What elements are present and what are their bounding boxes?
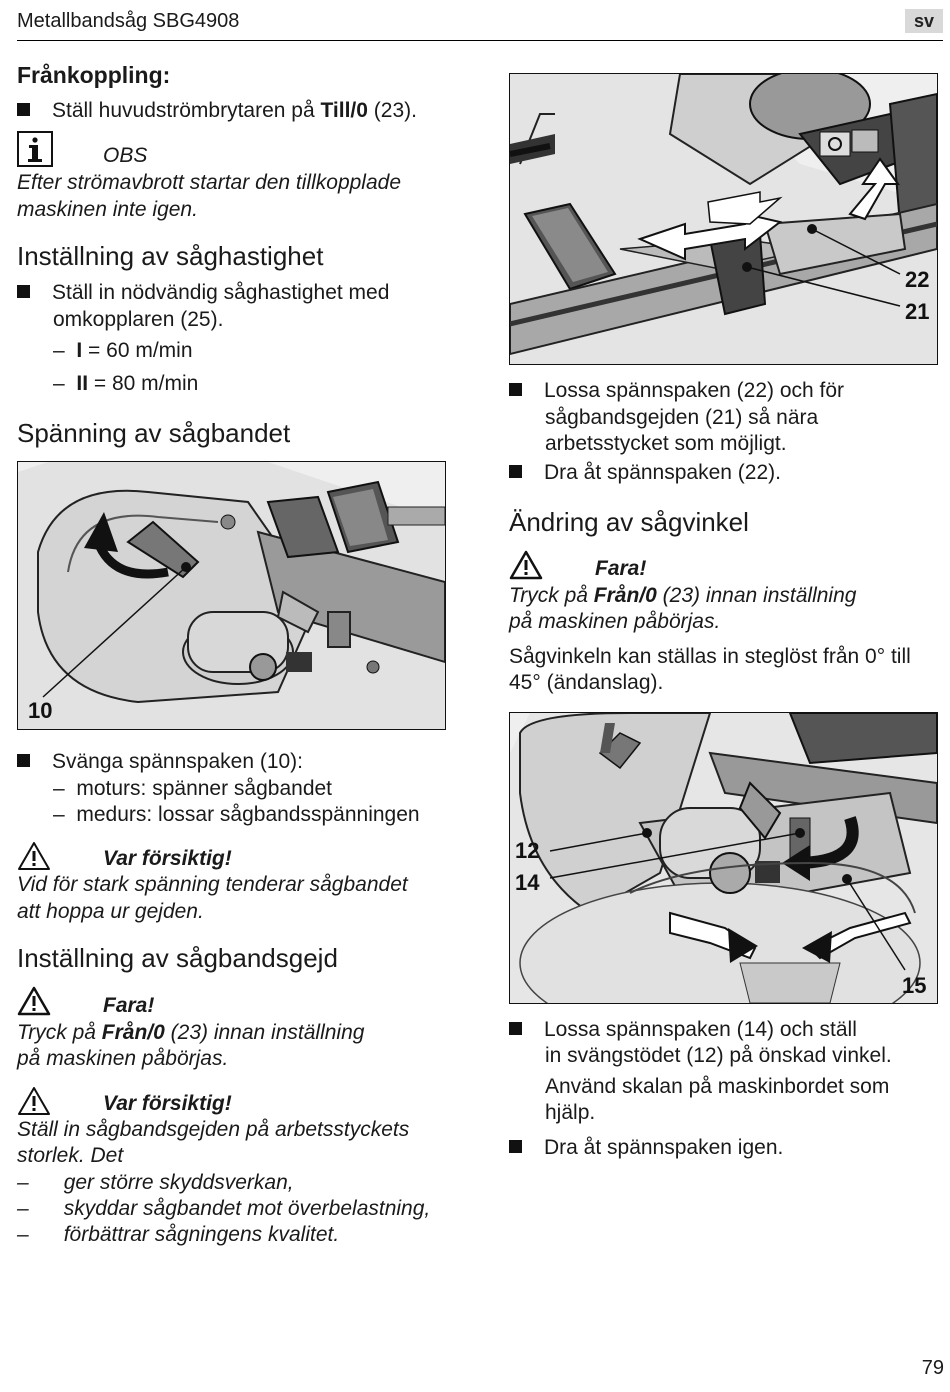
note-label: OBS	[103, 144, 148, 167]
section-heading-tension: Spänning av sågbandet	[17, 418, 291, 448]
bullet-icon	[509, 465, 522, 478]
note-text-line1: Efter strömavbrott startar den tillkoppl…	[17, 171, 402, 194]
speed-option-1: – I = 60 m/min	[53, 339, 193, 362]
caution-icon	[18, 1087, 50, 1115]
callout-12: 12	[515, 838, 539, 863]
speed-option-2: – II = 80 m/min	[53, 372, 199, 395]
tension-bullet: Svänga spännspaken (10):	[17, 749, 303, 775]
angle-bullet-1: Lossa spännspaken (14) och ställ	[509, 1017, 857, 1043]
tension-sub-1: – moturs: spänner sågbandet	[53, 777, 333, 800]
callout-15: 15	[902, 973, 926, 998]
guide-bullet-1-line2: sågbandsgejden (21) så nära	[545, 406, 819, 429]
disconnect-bullet: Ställ huvudströmbrytaren på Till/0 (23).	[17, 98, 417, 124]
section-heading-guide: Inställning av sågbandsgejd	[17, 943, 338, 973]
section-heading-angle: Ändring av sågvinkel	[509, 507, 749, 537]
caution-icon	[18, 842, 50, 870]
guide-bullet-1: Lossa spännspaken (22) och för	[509, 378, 844, 404]
danger-label: Fara!	[595, 557, 647, 580]
angle-bullet-2: Dra åt spännspaken igen.	[509, 1135, 783, 1161]
danger-label: Fara!	[103, 994, 155, 1017]
angle-para2-line2: hjälp.	[545, 1101, 596, 1124]
language-badge: sv	[905, 9, 943, 33]
angle-bullet-1-line2: in svängstödet (12) på önskad vinkel.	[545, 1044, 892, 1067]
caution-text-line2: att hoppa ur gejden.	[17, 900, 204, 923]
callout-21: 21	[905, 299, 929, 324]
blade-guide-figure: 22 21	[509, 73, 938, 365]
bullet-icon	[17, 285, 30, 298]
guide-list-item: – förbättrar sågningens kvalitet.	[17, 1223, 340, 1246]
danger-text-line2: på maskinen påbörjas.	[17, 1047, 229, 1070]
tension-lever-figure: 10	[17, 461, 446, 730]
document-title: Metallbandsåg SBG4908	[17, 10, 240, 32]
guide-list-item: – ger större skyddsverkan,	[17, 1171, 294, 1194]
note-text-line2: maskinen inte igen.	[17, 198, 198, 221]
angle-para2-line1: Använd skalan på maskinbordet som	[545, 1075, 890, 1098]
caution-label: Var försiktig!	[103, 847, 232, 870]
section-heading-disconnect: Frånkoppling:	[17, 62, 171, 88]
callout-22: 22	[905, 267, 929, 292]
tension-sub-2: – medurs: lossar sågbandsspänningen	[53, 803, 420, 826]
caution-label: Var försiktig!	[103, 1092, 232, 1115]
page-number: 79	[921, 1357, 944, 1379]
info-icon	[17, 131, 53, 167]
bullet-icon	[17, 754, 30, 767]
guide-list-item: – skyddar sågbandet mot överbelastning,	[17, 1197, 431, 1220]
bullet-icon	[17, 103, 30, 116]
guide-bullet-1-line3: arbetsstycket som möjligt.	[545, 432, 787, 455]
callout-14: 14	[515, 870, 540, 895]
header-rule	[17, 40, 943, 41]
danger-text-line1: Tryck på Från/0 (23) innan inställning	[509, 584, 857, 607]
saw-angle-figure: 12 14 15	[509, 712, 938, 1004]
caution-text-line2: storlek. Det	[17, 1144, 124, 1167]
danger-icon	[17, 986, 51, 1016]
danger-text-line1: Tryck på Från/0 (23) innan inställning	[17, 1021, 365, 1044]
bullet-icon	[509, 383, 522, 396]
angle-para-line2: 45° (ändanslag).	[509, 671, 664, 694]
speed-bullet: Ställ in nödvändig såghastighet med	[17, 280, 389, 306]
bullet-icon	[509, 1022, 522, 1035]
speed-bullet-line2: omkopplaren (25).	[53, 308, 224, 331]
caution-text-line1: Vid för stark spänning tenderar sågbande…	[17, 873, 408, 896]
section-heading-speed: Inställning av såghastighet	[17, 241, 324, 271]
bullet-icon	[509, 1140, 522, 1153]
guide-bullet-2: Dra åt spännspaken (22).	[509, 460, 781, 486]
danger-text-line2: på maskinen påbörjas.	[509, 610, 721, 633]
tension-lever-label: 10	[28, 698, 52, 723]
angle-para-line1: Sågvinkeln kan ställas in steglöst från …	[509, 645, 911, 668]
danger-icon	[509, 550, 543, 580]
caution-text-line1: Ställ in sågbandsgejden på arbetsstycket…	[17, 1118, 410, 1141]
